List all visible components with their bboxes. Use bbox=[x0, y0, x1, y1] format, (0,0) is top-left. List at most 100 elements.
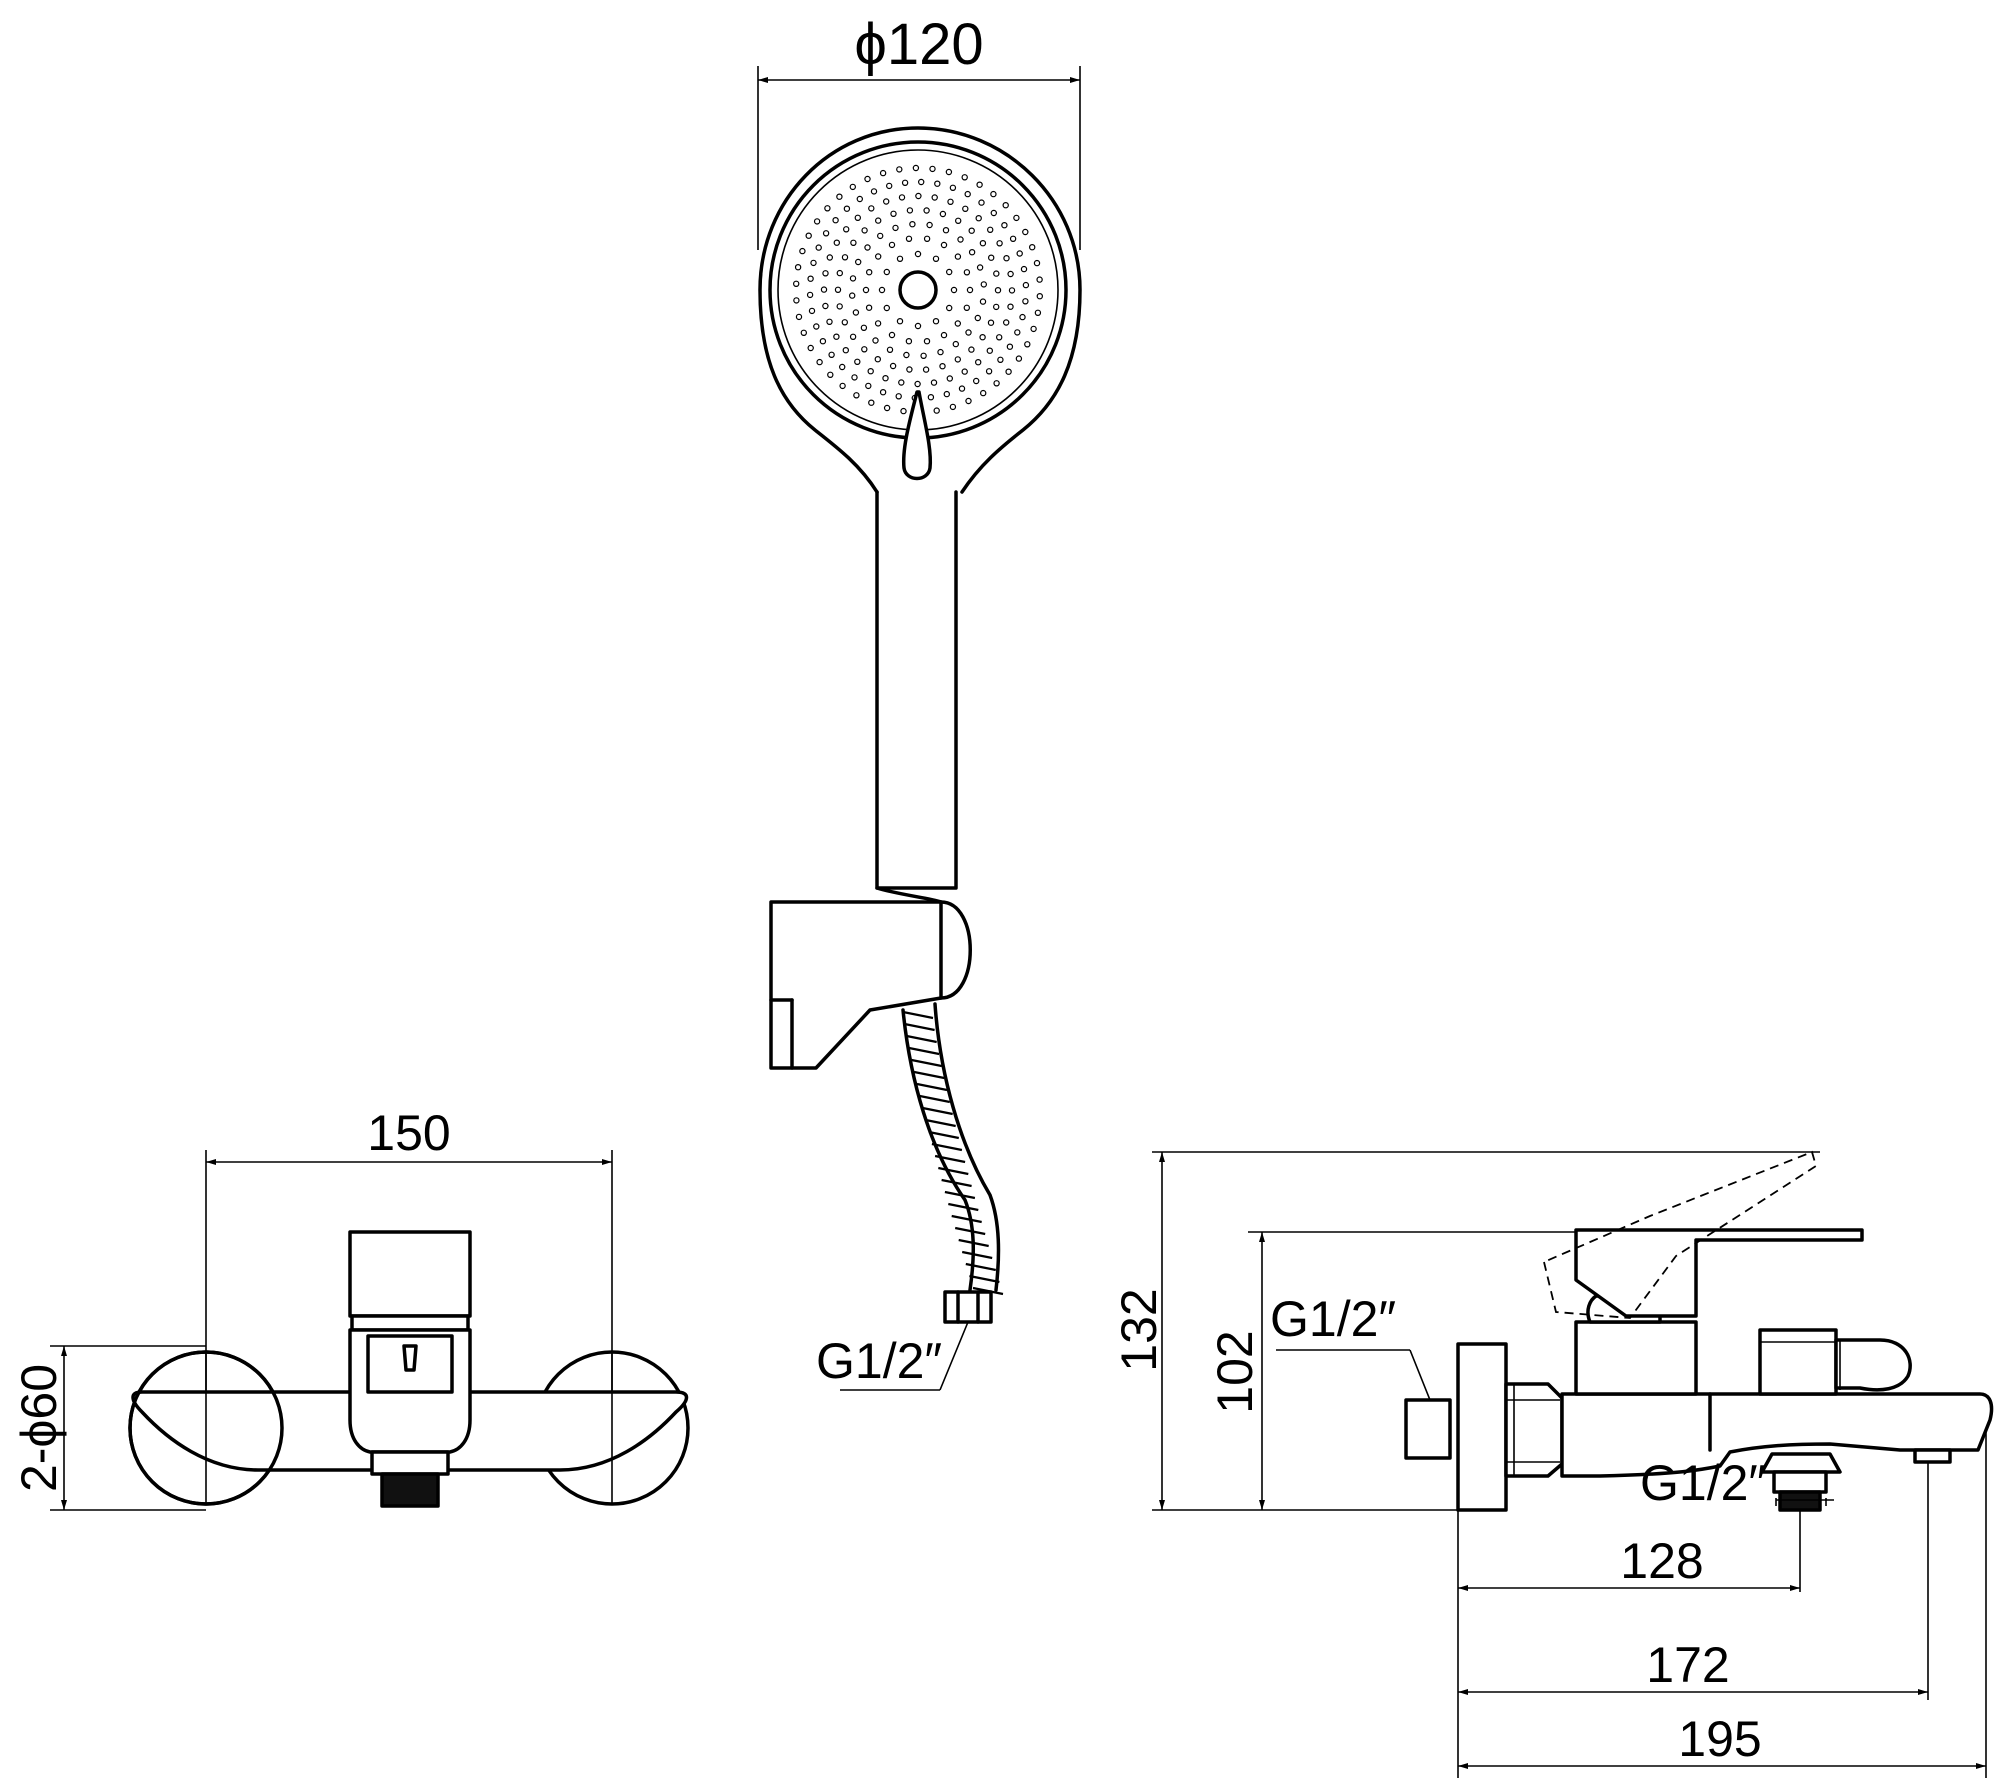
nozzle-dot bbox=[896, 255, 904, 262]
nozzle-dot bbox=[849, 275, 857, 282]
nozzle-dot bbox=[954, 253, 962, 260]
hose-ring bbox=[934, 1154, 966, 1164]
hose-ring bbox=[922, 1106, 953, 1116]
nozzle-dot bbox=[886, 182, 893, 190]
nozzle-dot bbox=[987, 226, 994, 233]
nozzle-dot bbox=[800, 329, 808, 336]
nozzle-dot bbox=[1022, 228, 1029, 236]
nozzle-dot bbox=[979, 239, 987, 247]
nozzle-dot bbox=[889, 362, 897, 370]
nozzle-dot bbox=[906, 207, 914, 214]
holes-label: 2-ϕ60 bbox=[11, 1364, 67, 1492]
nozzle-dot bbox=[886, 346, 894, 353]
nozzle-dot bbox=[912, 164, 920, 172]
nozzle-dot bbox=[883, 404, 891, 412]
nozzle-dot bbox=[946, 375, 954, 382]
nozzle-dot bbox=[896, 166, 903, 173]
nozzle-dot bbox=[813, 323, 820, 330]
nozzle-dot bbox=[965, 397, 972, 405]
nozzle-dot bbox=[799, 247, 806, 255]
nozzle-dot bbox=[978, 199, 985, 206]
hose-ring bbox=[941, 1178, 972, 1188]
len-128-label: 128 bbox=[1620, 1533, 1703, 1589]
nozzle-dot bbox=[839, 382, 846, 390]
nozzle-dot bbox=[915, 192, 922, 200]
nozzle-dot bbox=[964, 190, 971, 198]
nozzle-dot bbox=[980, 281, 988, 288]
nozzle-dot bbox=[933, 407, 940, 414]
nozzle-dot bbox=[901, 179, 909, 186]
nozzle-dot bbox=[866, 269, 873, 276]
height-102-dimension: 102 bbox=[1207, 1231, 1640, 1510]
nozzle-dot bbox=[820, 286, 828, 293]
nozzle-dot bbox=[879, 389, 887, 396]
nozzle-dot bbox=[824, 205, 831, 212]
nozzle-dot bbox=[968, 346, 975, 353]
nozzle-dot bbox=[1014, 329, 1021, 336]
nozzle-dot bbox=[874, 320, 882, 327]
nozzle-dot bbox=[990, 209, 998, 217]
mixer-front-view: 150 2-ϕ60 bbox=[11, 1105, 690, 1511]
nozzle-dot bbox=[1022, 298, 1029, 305]
nozzle-dot bbox=[932, 255, 940, 262]
nozzle-dot bbox=[806, 291, 814, 299]
nozzle-dot bbox=[867, 368, 874, 375]
nozzle-dot bbox=[849, 183, 857, 191]
nozzle-dot bbox=[918, 178, 925, 186]
nozzle-dot bbox=[882, 375, 889, 382]
nozzle-dot bbox=[900, 407, 907, 415]
nozzle-dot bbox=[927, 394, 935, 401]
hose-ring bbox=[916, 1082, 948, 1092]
hose-ring bbox=[906, 1034, 937, 1044]
nozzle-dot bbox=[898, 379, 905, 386]
hose-ring bbox=[931, 1142, 963, 1152]
nozzle-dot bbox=[1036, 276, 1043, 283]
nozzle-dot bbox=[1030, 325, 1037, 333]
side-inlet-assembly bbox=[1404, 1342, 1564, 1512]
nozzle-dot bbox=[810, 259, 817, 267]
nozzle-dot bbox=[849, 333, 857, 340]
nozzle-dot bbox=[930, 379, 938, 386]
nozzle-dot bbox=[1013, 214, 1020, 222]
nozzle-dot bbox=[985, 368, 993, 375]
head-diameter-label: ϕ120 bbox=[854, 12, 983, 77]
nozzle-dot bbox=[942, 226, 950, 234]
nozzle-dot bbox=[807, 275, 814, 282]
head-diameter-dimension: ϕ120 bbox=[757, 12, 1081, 250]
nozzle-dot bbox=[854, 214, 862, 221]
holes-dimension: 2-ϕ60 bbox=[11, 1345, 206, 1511]
hose-thread-label: G1/2″ bbox=[816, 1333, 942, 1389]
nozzle-dot bbox=[957, 236, 964, 243]
nozzle-dot bbox=[843, 205, 851, 212]
nozzle-dot bbox=[990, 190, 997, 198]
nozzle-dot bbox=[974, 314, 982, 322]
nozzle-dot bbox=[1005, 368, 1012, 375]
nozzle-dot bbox=[1028, 243, 1036, 251]
nozzle-dot bbox=[920, 352, 927, 359]
nozzle-dot bbox=[834, 286, 842, 293]
nozzle-dot bbox=[979, 334, 986, 341]
nozzle-dot bbox=[864, 175, 871, 183]
nozzle-dot bbox=[993, 303, 1000, 311]
nozzle-dot bbox=[939, 363, 946, 370]
nozzle-dot bbox=[955, 217, 962, 224]
nozzle-dot bbox=[888, 241, 896, 249]
hose-rings bbox=[902, 1010, 1004, 1296]
hose-ring bbox=[913, 1070, 945, 1080]
nozzle-dot bbox=[976, 264, 984, 271]
hose-ring bbox=[965, 1262, 997, 1272]
shower-hose bbox=[901, 1002, 1004, 1324]
nozzle-dot bbox=[870, 188, 878, 195]
nozzle-dot bbox=[795, 313, 803, 321]
nozzle-dot bbox=[903, 351, 910, 359]
nozzle-dot bbox=[852, 309, 860, 316]
nozzle-dot bbox=[949, 403, 957, 411]
nozzle-dot bbox=[898, 194, 906, 201]
nozzle-dot bbox=[883, 198, 890, 205]
len-172-dimension: 172 bbox=[1458, 1462, 1929, 1700]
height-132-label: 132 bbox=[1111, 1288, 1167, 1371]
width-150-label: 150 bbox=[367, 1105, 450, 1161]
height-102-label: 102 bbox=[1207, 1330, 1263, 1413]
nozzle-dot bbox=[808, 307, 816, 315]
nozzle-dot bbox=[993, 380, 1000, 387]
